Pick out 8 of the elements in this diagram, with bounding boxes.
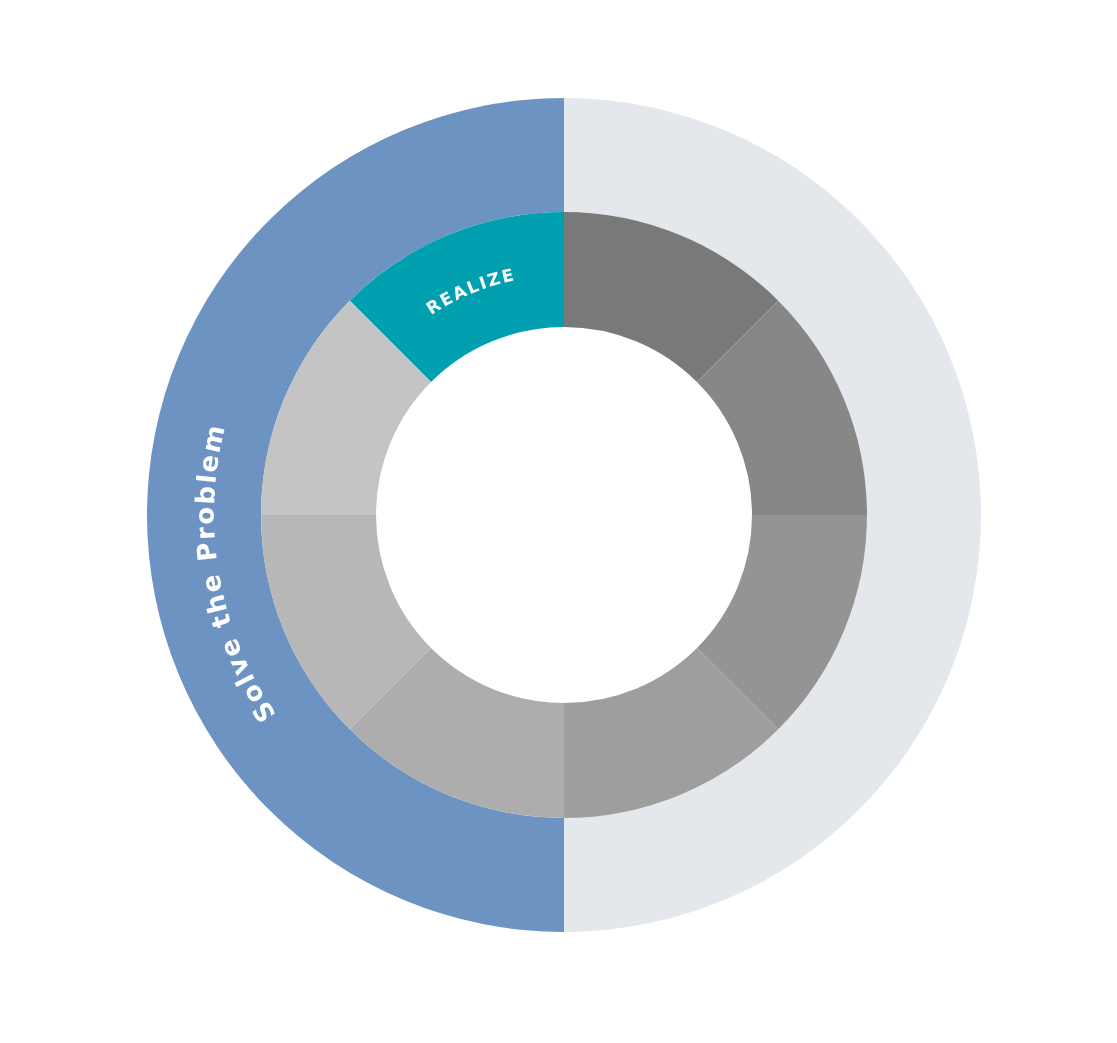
- ring-segment: [564, 98, 981, 932]
- labeled-ring-segment: [147, 98, 564, 932]
- ring-segment: [696, 300, 867, 515]
- labeled-ring-segment: [349, 212, 564, 383]
- ring-segment: [564, 212, 779, 383]
- ring-segment: [349, 647, 564, 818]
- ring-segment: [696, 515, 867, 730]
- ring-segment: [564, 647, 779, 818]
